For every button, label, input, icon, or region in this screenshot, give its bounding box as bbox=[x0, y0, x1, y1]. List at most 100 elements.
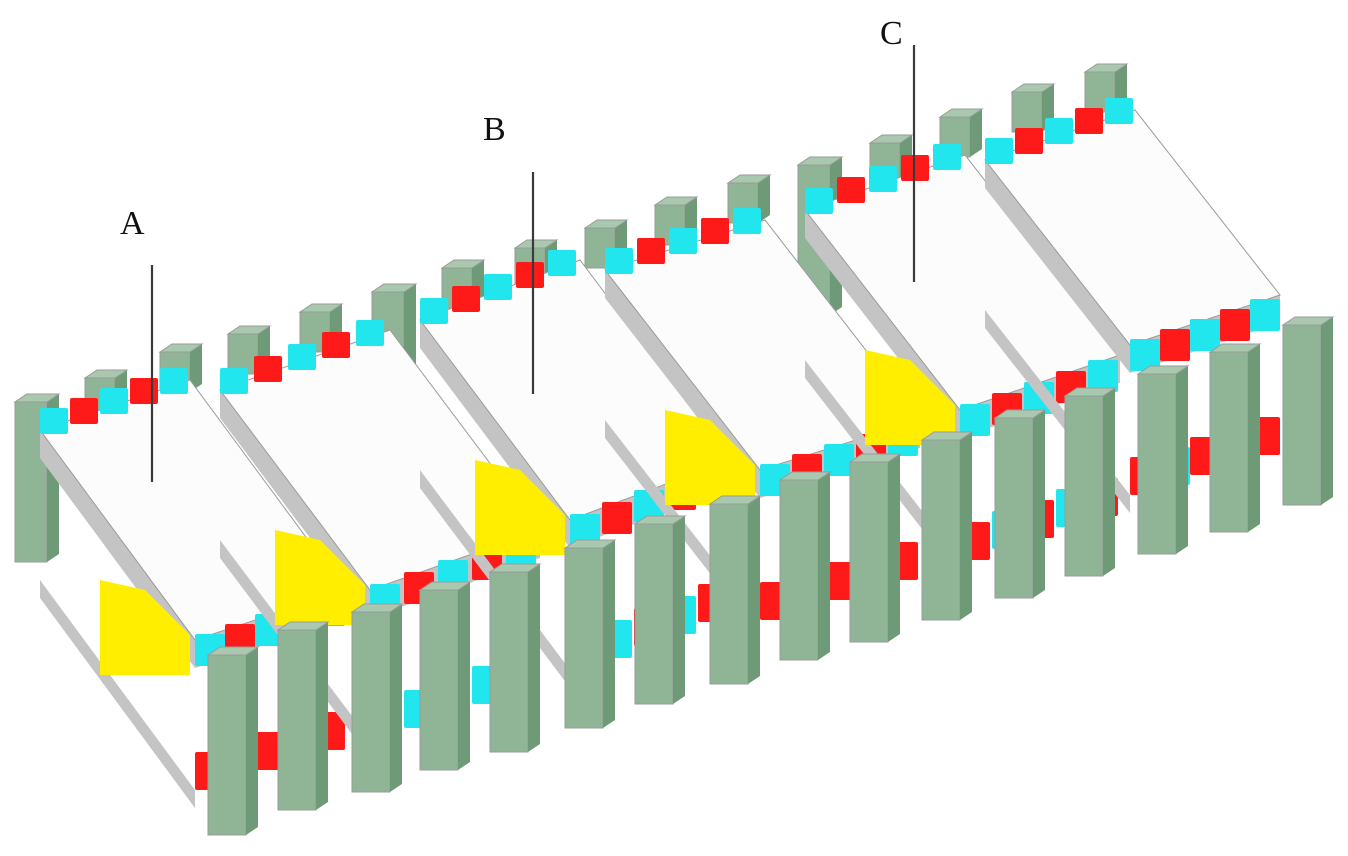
cyan-block bbox=[869, 166, 897, 192]
pillar-top bbox=[298, 303, 344, 313]
cyan-block bbox=[605, 248, 633, 274]
pillar-side bbox=[458, 582, 470, 770]
pillar bbox=[1281, 316, 1335, 506]
red-block bbox=[1220, 309, 1250, 341]
pillar-top bbox=[993, 409, 1047, 419]
pillar-side bbox=[390, 604, 402, 792]
yellow-wedge bbox=[100, 580, 190, 675]
pillar bbox=[993, 409, 1047, 599]
red-block bbox=[1075, 108, 1103, 134]
cyan-block bbox=[1088, 360, 1118, 392]
pillar-side bbox=[1176, 366, 1188, 554]
red-block bbox=[516, 262, 544, 288]
pillar-top bbox=[1208, 343, 1262, 353]
pillar-top bbox=[350, 603, 404, 613]
pillar-top bbox=[370, 283, 418, 293]
lower-rail bbox=[40, 580, 195, 808]
cyan-block bbox=[1130, 339, 1160, 371]
pillar-top bbox=[1010, 83, 1056, 93]
pillar-side bbox=[748, 496, 760, 684]
pillar-side bbox=[960, 432, 972, 620]
pillar-top bbox=[708, 495, 762, 505]
pillar-front bbox=[849, 461, 889, 643]
pillar bbox=[1208, 343, 1262, 533]
pillar-top bbox=[418, 581, 472, 591]
cyan-block bbox=[933, 144, 961, 170]
pillar-top bbox=[920, 431, 974, 441]
pillar-side bbox=[970, 109, 982, 157]
cyan-block bbox=[733, 208, 761, 234]
front-pillar-row bbox=[206, 316, 1335, 836]
cyan-block bbox=[548, 250, 576, 276]
pillar-top bbox=[848, 453, 902, 463]
red-block bbox=[602, 502, 632, 534]
pillar-side bbox=[190, 344, 202, 392]
cyan-block bbox=[570, 514, 600, 546]
red-block bbox=[452, 286, 480, 312]
pillar-top bbox=[158, 343, 204, 353]
pillar-top bbox=[1063, 387, 1117, 397]
pillar-side bbox=[888, 454, 900, 642]
pillar-front bbox=[1209, 351, 1249, 533]
cyan-block bbox=[805, 188, 833, 214]
pillar bbox=[708, 495, 762, 685]
pillar bbox=[633, 515, 687, 705]
cyan-block bbox=[288, 344, 316, 370]
pillar-side bbox=[246, 647, 258, 835]
callout-b-label: B bbox=[483, 111, 506, 148]
cyan-block bbox=[1250, 299, 1280, 331]
pillar-front bbox=[921, 439, 961, 621]
cyan-block bbox=[669, 228, 697, 254]
pillar-front bbox=[634, 523, 674, 705]
pillar-top bbox=[1281, 316, 1335, 326]
pillar-top bbox=[796, 156, 844, 166]
pillar-side bbox=[316, 622, 328, 810]
pillar-top bbox=[938, 108, 984, 118]
red-block bbox=[1160, 329, 1190, 361]
pillar bbox=[1063, 387, 1117, 577]
pillar-front bbox=[1137, 373, 1177, 555]
cyan-block bbox=[1045, 118, 1073, 144]
yellow-wedge bbox=[865, 350, 955, 445]
pillar-front bbox=[277, 629, 317, 811]
pillar-front bbox=[1011, 91, 1043, 133]
pillar-top bbox=[488, 563, 542, 573]
pillar-side bbox=[673, 516, 685, 704]
pillar-front bbox=[709, 503, 749, 685]
red-block bbox=[824, 562, 854, 600]
pillar-top bbox=[726, 174, 772, 184]
pillar-top bbox=[633, 515, 687, 525]
pillar bbox=[276, 621, 330, 811]
pillar-top bbox=[1136, 365, 1190, 375]
cyan-block bbox=[220, 368, 248, 394]
pillar bbox=[778, 471, 832, 661]
pillar bbox=[848, 453, 902, 643]
pillar-front bbox=[351, 611, 391, 793]
cyan-block bbox=[1190, 319, 1220, 351]
pillar-top bbox=[563, 539, 617, 549]
pillar-top bbox=[13, 393, 61, 403]
red-block bbox=[837, 177, 865, 203]
slab-side bbox=[985, 160, 1130, 373]
bay-module bbox=[984, 98, 1281, 513]
pillar-top bbox=[226, 325, 272, 335]
pillar-top bbox=[653, 196, 699, 206]
callout-a-label: A bbox=[120, 205, 145, 242]
callout-a: A bbox=[120, 205, 154, 482]
yellow-wedge bbox=[475, 460, 565, 555]
red-block bbox=[130, 378, 158, 404]
pillar-top bbox=[83, 369, 129, 379]
pillar-top bbox=[440, 259, 486, 269]
cyan-block bbox=[1105, 98, 1133, 124]
pillar bbox=[563, 539, 617, 729]
pillar-side bbox=[1248, 344, 1260, 532]
pillar bbox=[418, 581, 472, 771]
cyan-block bbox=[160, 368, 188, 394]
pillar bbox=[488, 563, 542, 753]
red-block bbox=[637, 238, 665, 264]
pillar-front bbox=[994, 417, 1034, 599]
red-block bbox=[322, 332, 350, 358]
cyan-block bbox=[420, 298, 448, 324]
pillar-side bbox=[1321, 317, 1333, 505]
